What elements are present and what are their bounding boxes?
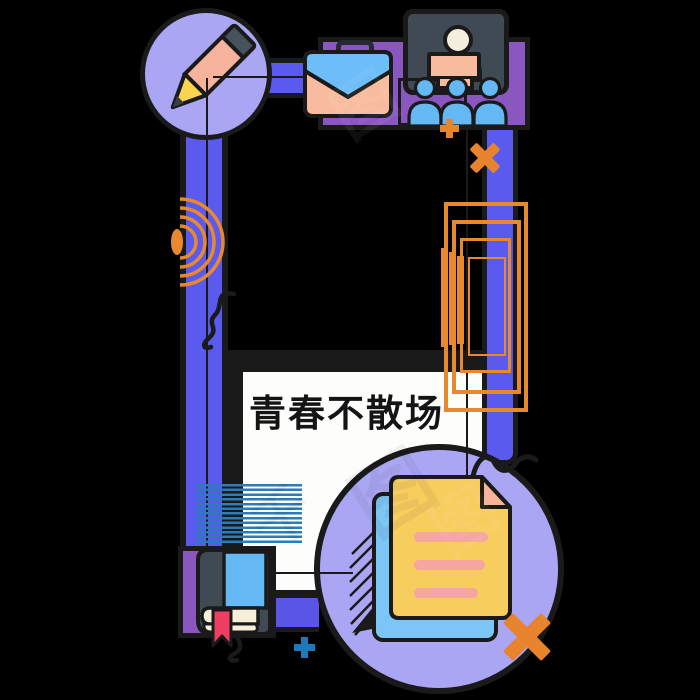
book-tail-squiggle [227,631,243,663]
page-title: 青春不散场 [249,392,444,435]
note-stripes [196,484,302,544]
squiggle-icon [470,454,539,479]
cross-icon-large [503,613,551,661]
orange-rect-inner [468,257,506,356]
briefcase-icon [303,50,393,118]
plus-icon-orange [440,119,459,138]
document-text-lines [414,532,488,598]
bookmark-icon [211,608,233,648]
orange-thick-strip-2 [449,252,456,345]
documents-icon [349,454,539,642]
thin-horizontal-line-top [213,76,318,78]
briefcase-handle [336,40,374,58]
plus-icon-blue [294,637,315,658]
audience-icon [407,76,508,128]
book-icon [196,548,272,663]
orange-thick-strip-3 [457,256,464,344]
cross-icon-small [470,143,500,173]
podium-icon [427,52,481,80]
frame-left-bar [180,70,228,553]
thin-vertical-line-right [466,125,468,478]
arc-waves-icon [171,197,225,287]
thin-vertical-line-left [206,78,208,548]
frame-bottom-bar [275,593,319,632]
squiggle-icon [202,291,237,351]
thin-horizontal-line-bottom [267,572,353,574]
paper-top-black-band [228,350,490,373]
orange-thick-strip-1 [441,248,448,347]
folded-corner [480,475,512,509]
